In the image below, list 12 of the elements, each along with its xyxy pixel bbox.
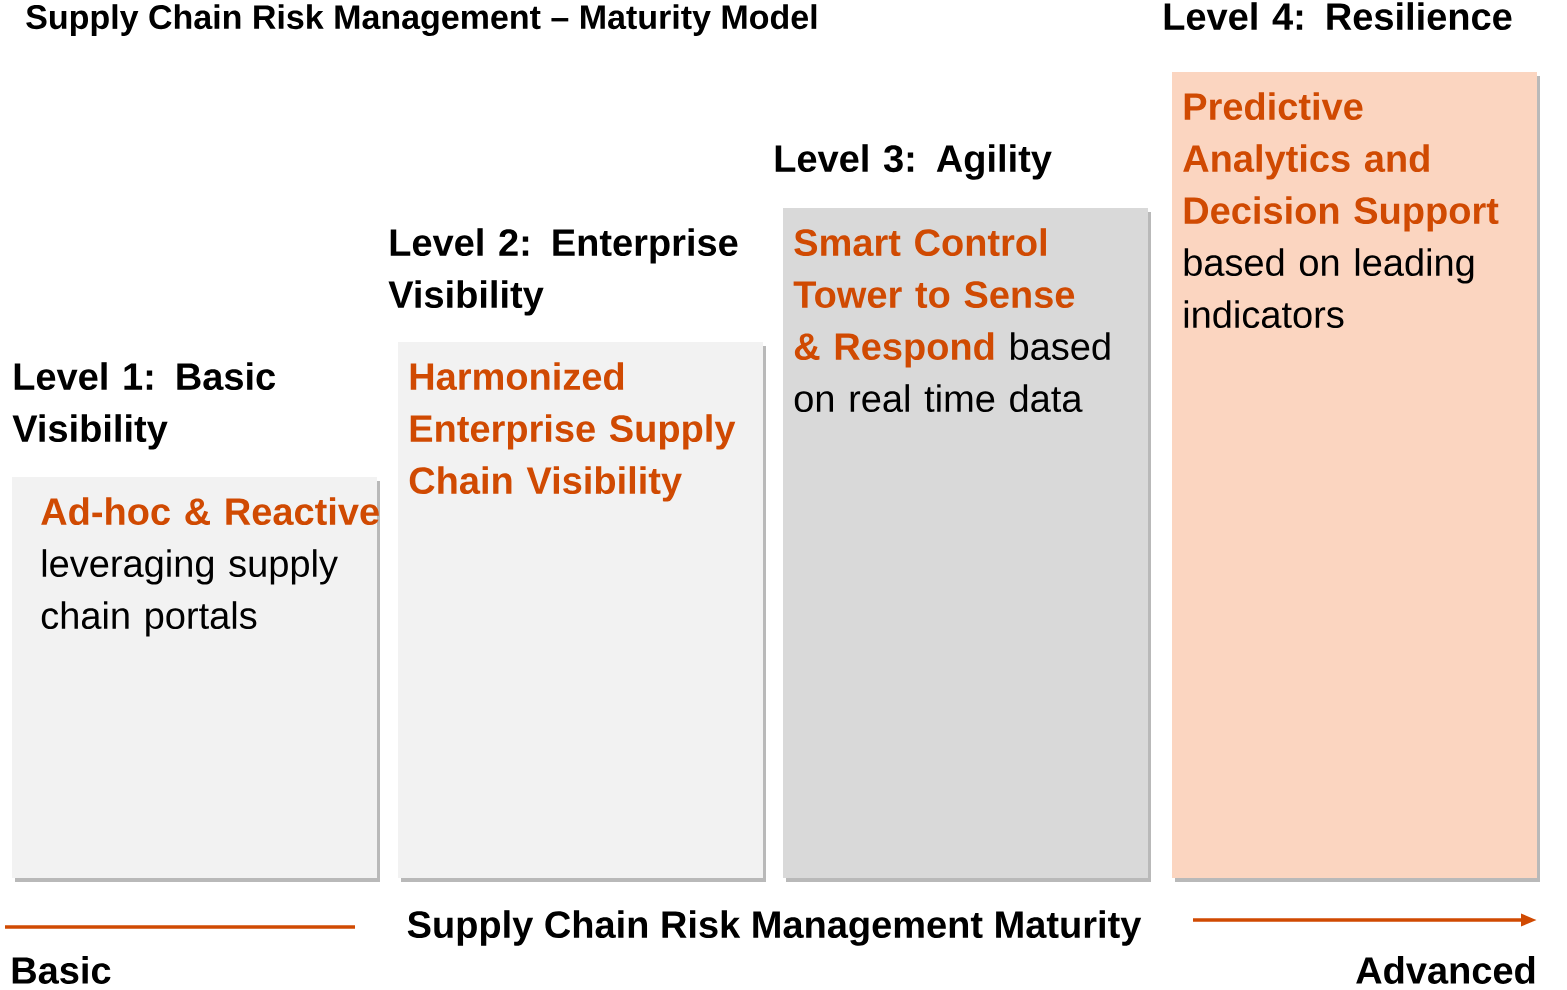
axis-label: Advanced: [1356, 956, 1535, 984]
level-box: Harmonized Enterprise Supply Chain Visibility: [398, 342, 763, 878]
axis-label: Supply Chain Risk Management Maturity: [407, 910, 1142, 946]
level-heading: Level 4: Resilience: [1164, 2, 1512, 31]
level-heading: Level 3: Agility: [775, 144, 1052, 180]
level-box: Predictive Analytics and Decision Support based on leading indicators: [1172, 72, 1537, 878]
level-heading: Level 1: Basic Visibility: [12, 362, 276, 450]
level-box: Smart Control Tower to Sense & Respond based on real time data: [783, 208, 1148, 878]
title: Supply Chain Risk Management – Maturity Model: [26, 4, 817, 37]
axis-label: Basic: [12, 956, 111, 984]
level-box: Ad-hoc & Reactive leveraging supply chain portals: [12, 477, 379, 878]
level-heading: Level 2: Enterprise Visibility: [388, 228, 738, 316]
